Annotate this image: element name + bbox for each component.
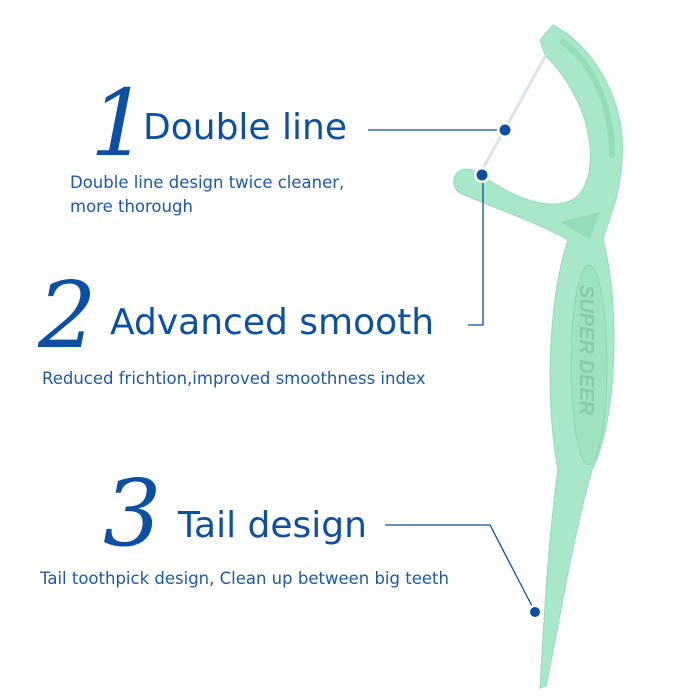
pick-handle-oval [570, 264, 608, 466]
connector-line-2 [468, 178, 484, 326]
floss-pick-body [453, 24, 624, 689]
floss-line [479, 54, 548, 173]
feature-title-1: Double line [143, 107, 347, 148]
feature-number-2: 2 [38, 262, 97, 369]
connector-line-3 [385, 524, 534, 609]
feature-number-1: 1 [90, 70, 149, 177]
pick-triangle-grip [560, 212, 600, 240]
marker-dot-3-inner [530, 607, 540, 617]
feature-title-3: Tail design [178, 505, 367, 546]
marker-dot-2-inner [476, 169, 488, 181]
description-line: Double line design twice cleaner, [70, 173, 345, 192]
feature-description-2: Reduced frichtion,improved smoothness in… [42, 367, 426, 391]
description-line: Reduced frichtion,improved smoothness in… [42, 369, 426, 388]
feature-description-1: Double line design twice cleaner, more t… [70, 171, 344, 219]
feature-description-3: Tail toothpick design, Clean up between … [40, 567, 449, 591]
marker-dot-1-inner [499, 124, 511, 136]
brand-text: SUPER DEER [575, 285, 597, 416]
feature-number-3: 3 [103, 460, 162, 567]
description-line: more thorough [70, 197, 193, 216]
feature-title-2: Advanced smooth [110, 302, 435, 343]
pick-arm-groove [560, 39, 615, 158]
description-line: Tail toothpick design, Clean up between … [40, 569, 449, 588]
